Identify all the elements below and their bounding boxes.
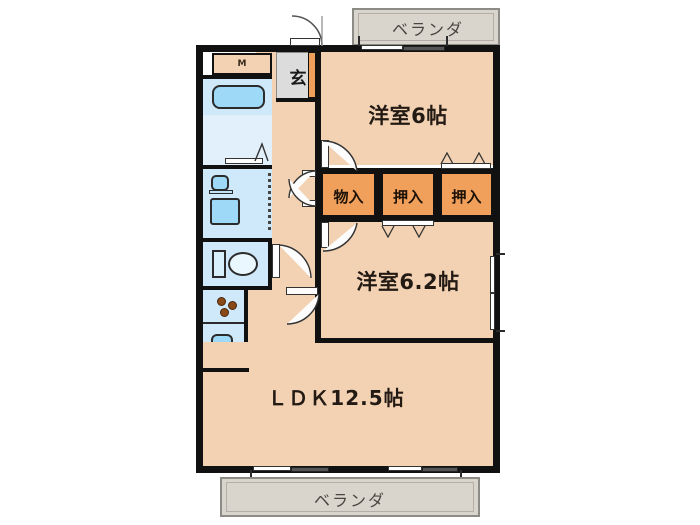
veranda-bottom-label: ベランダ — [313, 491, 386, 510]
window-right-lower — [490, 293, 495, 330]
window-bottom-frame-left — [250, 470, 252, 480]
exterior-wall-top — [212, 45, 500, 52]
room-ldk — [203, 342, 493, 466]
wall-between-closet-2-3 — [435, 172, 440, 217]
wall-between-closet-1-2 — [376, 172, 381, 217]
veranda-bottom-inner — [226, 482, 474, 512]
wall-kitchen-right — [244, 290, 248, 372]
dressing-room-area — [203, 115, 272, 165]
genkan-step-wall — [276, 98, 320, 102]
washing-machine-icon — [210, 198, 240, 225]
kitchen-counter-divider — [203, 322, 247, 324]
closet-mono-ire — [321, 172, 376, 217]
room-bedroom-top — [320, 52, 493, 165]
wall-dressing-bottom — [203, 165, 272, 169]
room-bedroom-bottom-label: 洋室6.2帖 — [356, 270, 460, 294]
toilet-door-panel[interactable] — [272, 244, 280, 278]
wall-hall-bedroom-vertical — [315, 52, 321, 342]
closet-2-sliding-door[interactable] — [382, 220, 434, 226]
exterior-wall-left-jog — [203, 45, 213, 52]
ldk-door-panel[interactable] — [286, 287, 318, 295]
washbasin-counter — [209, 190, 233, 194]
closet-3-door-arrow-left-icon — [440, 152, 454, 165]
window-ldk-bottom-1 — [253, 466, 291, 471]
closet-2-door-arrow-right-icon — [412, 225, 426, 238]
veranda-bottom — [220, 477, 480, 517]
window-frame-top-left — [358, 36, 360, 46]
veranda-top-right-label: ベランダ — [391, 20, 464, 39]
closet-3-door-arrow-right-icon — [472, 152, 486, 165]
wall-closet-top — [315, 168, 493, 173]
exterior-wall-left — [196, 45, 203, 473]
window-right-frame-bottom — [496, 330, 505, 332]
closet-mono-ire-label: 物入 — [333, 188, 364, 206]
wall-closet-bottom — [315, 216, 493, 222]
closet-oshiire-2-label: 押入 — [451, 188, 482, 206]
toilet-bowl-icon — [228, 252, 258, 276]
toilet-door-swing-icon — [278, 244, 312, 279]
window-right-upper — [490, 256, 495, 293]
closet-2-door-arrow-left-icon — [381, 225, 395, 238]
window-ldk-bottom-4 — [422, 467, 458, 472]
veranda-top-right-inner — [358, 13, 494, 41]
closet-mono-ire-door-swing-2-icon — [288, 178, 316, 207]
room-bedroom-bottom — [320, 222, 493, 342]
closet-oshiire-1-label: 押入 — [392, 188, 423, 206]
toilet-tank-icon — [212, 250, 226, 278]
window-bottom-frame-right — [460, 470, 462, 480]
washroom-sliding-track — [268, 173, 271, 233]
bedroom-top-door-swing-icon — [322, 140, 358, 172]
closet-oshiire-2 — [440, 172, 493, 217]
dressing-room-door[interactable] — [225, 158, 263, 164]
window-ldk-bottom-3 — [388, 466, 422, 471]
exterior-wall-right — [493, 45, 500, 473]
shoe-shelf-label: M — [237, 59, 247, 69]
stove-burner-2 — [228, 301, 237, 310]
shoe-shelf-M — [212, 53, 272, 75]
bedroom-bottom-door-panel[interactable] — [321, 222, 329, 248]
washbasin-icon — [211, 175, 229, 191]
wall-under-shoe-shelf — [203, 75, 272, 79]
genkan-label: 玄 — [289, 69, 307, 89]
dressing-room-door-swing-icon — [254, 142, 269, 162]
window-frame-top-right — [446, 36, 448, 46]
room-bedroom-top-label: 洋室6帖 — [368, 104, 448, 128]
window-bedroom-top-right — [403, 46, 445, 51]
room-ldk-label: ＬＤＫ12.5帖 — [267, 386, 405, 410]
closet-3-sliding-door[interactable] — [441, 163, 491, 169]
entrance-door-panel[interactable] — [290, 38, 320, 46]
bedroom-bottom-door-swing-icon — [322, 222, 358, 252]
wall-ldk-bedroom-bottom — [315, 338, 493, 343]
wall-ldk-left-upper — [203, 368, 249, 372]
wall-toilet-right — [268, 242, 272, 290]
stove-burner-3 — [220, 308, 229, 317]
bathtub-icon — [212, 85, 265, 109]
window-ldk-bottom-2 — [291, 467, 329, 472]
stove-burner-1 — [217, 297, 226, 306]
closet-oshiire-1 — [381, 172, 435, 217]
wall-washroom-bottom — [203, 238, 272, 242]
window-bedroom-top-left — [361, 45, 403, 50]
ldk-door-swing-icon — [286, 293, 320, 325]
entrance-door-swing-icon — [291, 15, 323, 47]
exterior-wall-bottom — [196, 466, 500, 473]
room-ldk-upper-left — [248, 290, 320, 350]
wall-toilet-bottom — [203, 286, 272, 290]
window-right-frame-top — [496, 253, 505, 255]
